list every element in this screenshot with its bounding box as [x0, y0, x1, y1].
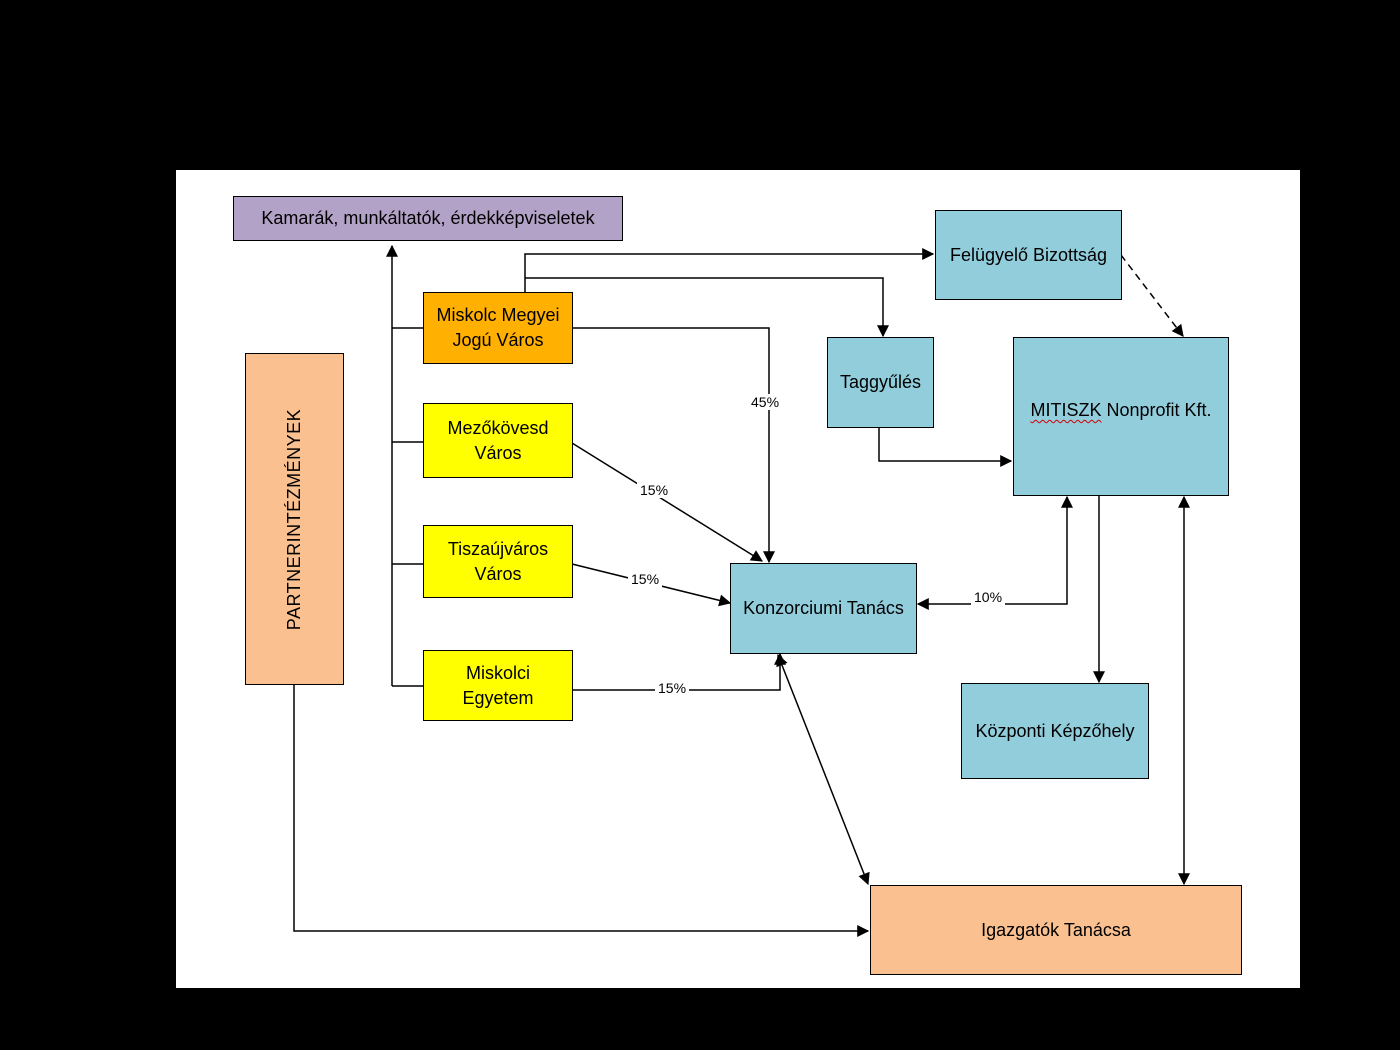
node-konzorciumi-tanacs: Konzorciumi Tanács [730, 563, 917, 654]
node-mitiszk: MITISZK Nonprofit Kft. [1013, 337, 1229, 496]
node-partnerintezmenyek: PARTNERINTÉZMÉNYEK [245, 353, 344, 685]
edge-miskolc-felugyelo [524, 248, 935, 293]
edge-taggyules-mitiszk [878, 427, 1013, 467]
node-miskolc-varos: Miskolc Megyei Jogú Város [423, 292, 573, 364]
node-miskolci-egyetem: Miskolci Egyetem [423, 650, 573, 721]
node-kamarak: Kamarák, munkáltatók, érdekképviseletek [233, 196, 623, 241]
edge-partner-igazgatok [293, 684, 870, 937]
edge-miskolc-taggyules [525, 277, 889, 338]
node-felugyelo-bizottsag: Felügyelő Bizottság [935, 210, 1122, 300]
label-tiszaujvaros-share: 15% [628, 571, 663, 587]
edge-mezokovesd-konzorciumi [571, 442, 764, 562]
edge-konzorciumi-igazgatok [776, 653, 870, 886]
node-mezokovesd: Mezőkövesd Város [423, 403, 573, 478]
label-mezokovesd-share: 15% [637, 482, 672, 498]
mitiszk-rest: Nonprofit Kft. [1101, 400, 1212, 420]
node-igazgatok-tanacsa: Igazgatók Tanácsa [870, 885, 1242, 975]
node-tiszaujvaros: Tiszaújváros Város [423, 525, 573, 598]
label-mitiszk-share: 10% [971, 589, 1006, 605]
mitiszk-word: MITISZK [1030, 400, 1102, 420]
node-kozponti-kepzohely: Központi Képzőhely [961, 683, 1149, 779]
label-miskolc-share: 45% [748, 394, 783, 410]
edge-mitiszk-konzorciumi [916, 495, 1073, 610]
node-taggyules: Taggyűlés [827, 337, 934, 428]
label-egyetem-share: 15% [655, 680, 690, 696]
edge-felugyelo-mitiszk [1120, 254, 1184, 337]
edge-miskolc-konzorciumi [572, 327, 775, 564]
